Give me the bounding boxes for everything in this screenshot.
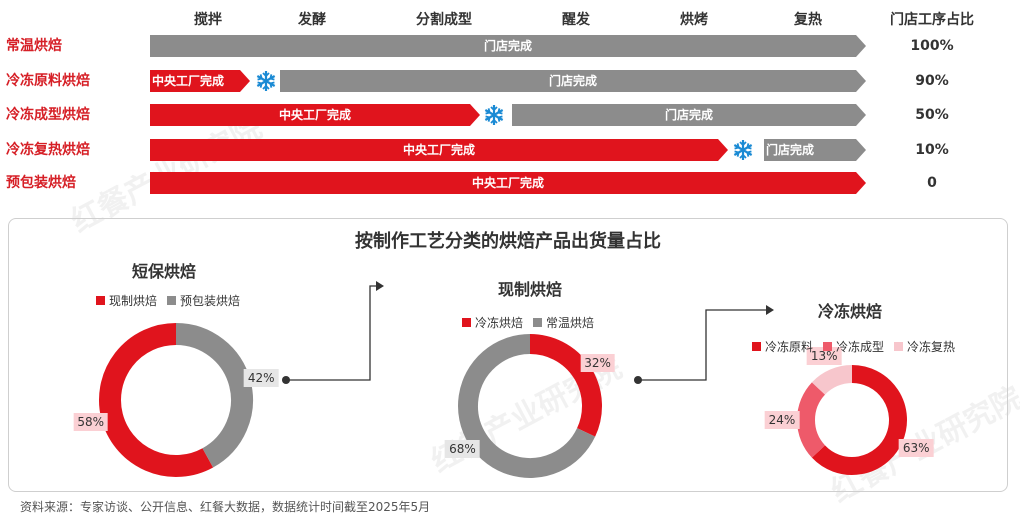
store-segment-bar: 门店完成 xyxy=(764,139,866,161)
legend-label: 常温烘焙 xyxy=(546,316,595,330)
segment-label: 中央工厂完成 xyxy=(278,108,351,122)
donut-data-label: 32% xyxy=(580,354,615,373)
donut-data-label: 24% xyxy=(764,411,800,429)
legend-item: 冷冻成型 xyxy=(823,338,884,355)
donut-title: 冷冻烘焙 xyxy=(818,302,883,321)
donut-data-label: 13% xyxy=(806,346,842,365)
store-share-value: 100% xyxy=(910,38,954,54)
donut-data-label: 68% xyxy=(445,439,480,458)
legend-swatch xyxy=(823,342,833,351)
store-segment-bar: 门店完成 xyxy=(150,35,866,57)
segment-label: 门店完成 xyxy=(548,74,597,88)
factory-segment-bar: 中央工厂完成 xyxy=(150,172,866,194)
segment-label: 中央工厂完成 xyxy=(471,176,544,190)
legend-item: 常温烘焙 xyxy=(533,314,594,331)
store-share-header: 门店工序占比 xyxy=(890,12,974,28)
store-share-value: 90% xyxy=(915,73,949,89)
stage-header: 分割成型 xyxy=(416,12,472,28)
legend-label: 预包装烘焙 xyxy=(180,294,241,308)
source-note: 资料来源：专家访谈、公开信息、红餐大数据，数据统计时间截至2025年5月 xyxy=(20,500,431,514)
legend-swatch xyxy=(894,342,904,351)
store-share-value: 50% xyxy=(915,107,949,123)
legend-item: 冷冻复热 xyxy=(894,338,955,355)
process-category-label: 冷冻原料烘焙 xyxy=(6,73,90,89)
store-share-value: 0 xyxy=(927,175,937,191)
legend-label: 现制烘焙 xyxy=(109,294,158,308)
snowflake-icon xyxy=(731,138,755,162)
donut-legend: 现制烘焙 预包装烘焙 xyxy=(96,292,246,309)
legend-item: 冷冻烘焙 xyxy=(462,314,523,331)
snowflake-icon xyxy=(254,69,278,93)
legend-swatch xyxy=(752,342,761,351)
segment-label: 门店完成 xyxy=(766,143,815,157)
donut-title: 现制烘焙 xyxy=(498,280,563,299)
stage-header: 搅拌 xyxy=(194,12,222,28)
snowflake-icon xyxy=(482,103,506,127)
store-share-value: 10% xyxy=(915,142,949,158)
legend-item: 现制烘焙 xyxy=(96,292,157,309)
donut-legend: 冷冻原料 冷冻成型 冷冻复热 xyxy=(752,338,961,355)
stage-header: 醒发 xyxy=(562,12,590,28)
process-category-label: 冷冻复热烘焙 xyxy=(6,142,90,158)
legend-item: 冷冻原料 xyxy=(752,338,813,355)
donut-data-label: 58% xyxy=(73,412,109,431)
factory-segment-bar: 中央工厂完成 xyxy=(150,139,728,161)
stage-header: 烘烤 xyxy=(680,12,708,28)
segment-label: 中央工厂完成 xyxy=(402,143,475,157)
legend-swatch xyxy=(167,296,177,305)
legend-label: 冷冻复热 xyxy=(907,340,956,354)
donut-legend: 冷冻烘焙 常温烘焙 xyxy=(462,314,600,331)
shipment-share-panel: 按制作工艺分类的烘焙产品出货量占比 xyxy=(8,218,1008,492)
legend-swatch xyxy=(462,318,471,327)
legend-item: 预包装烘焙 xyxy=(167,292,240,309)
store-segment-bar: 门店完成 xyxy=(280,70,866,92)
process-category-label: 预包装烘焙 xyxy=(6,175,76,191)
segment-label: 中央工厂完成 xyxy=(152,74,225,88)
factory-segment-bar: 中央工厂完成 xyxy=(150,70,250,92)
panel-title: 按制作工艺分类的烘焙产品出货量占比 xyxy=(355,231,661,252)
donut-title: 短保烘焙 xyxy=(132,262,197,281)
segment-label: 门店完成 xyxy=(483,39,532,53)
stage-header: 发酵 xyxy=(298,12,326,28)
legend-label: 冷冻原料 xyxy=(765,340,814,354)
legend-label: 冷冻成型 xyxy=(836,340,885,354)
stage-header: 复热 xyxy=(794,12,822,28)
donut-data-label: 63% xyxy=(898,438,934,457)
process-category-label: 冷冻成型烘焙 xyxy=(6,107,90,123)
donut-data-label: 42% xyxy=(243,369,279,388)
legend-label: 冷冻烘焙 xyxy=(475,316,524,330)
legend-swatch xyxy=(533,318,543,327)
legend-swatch xyxy=(96,296,105,305)
segment-label: 门店完成 xyxy=(664,108,713,122)
store-segment-bar: 门店完成 xyxy=(512,104,866,126)
process-category-label: 常温烘焙 xyxy=(6,38,62,54)
factory-segment-bar: 中央工厂完成 xyxy=(150,104,480,126)
